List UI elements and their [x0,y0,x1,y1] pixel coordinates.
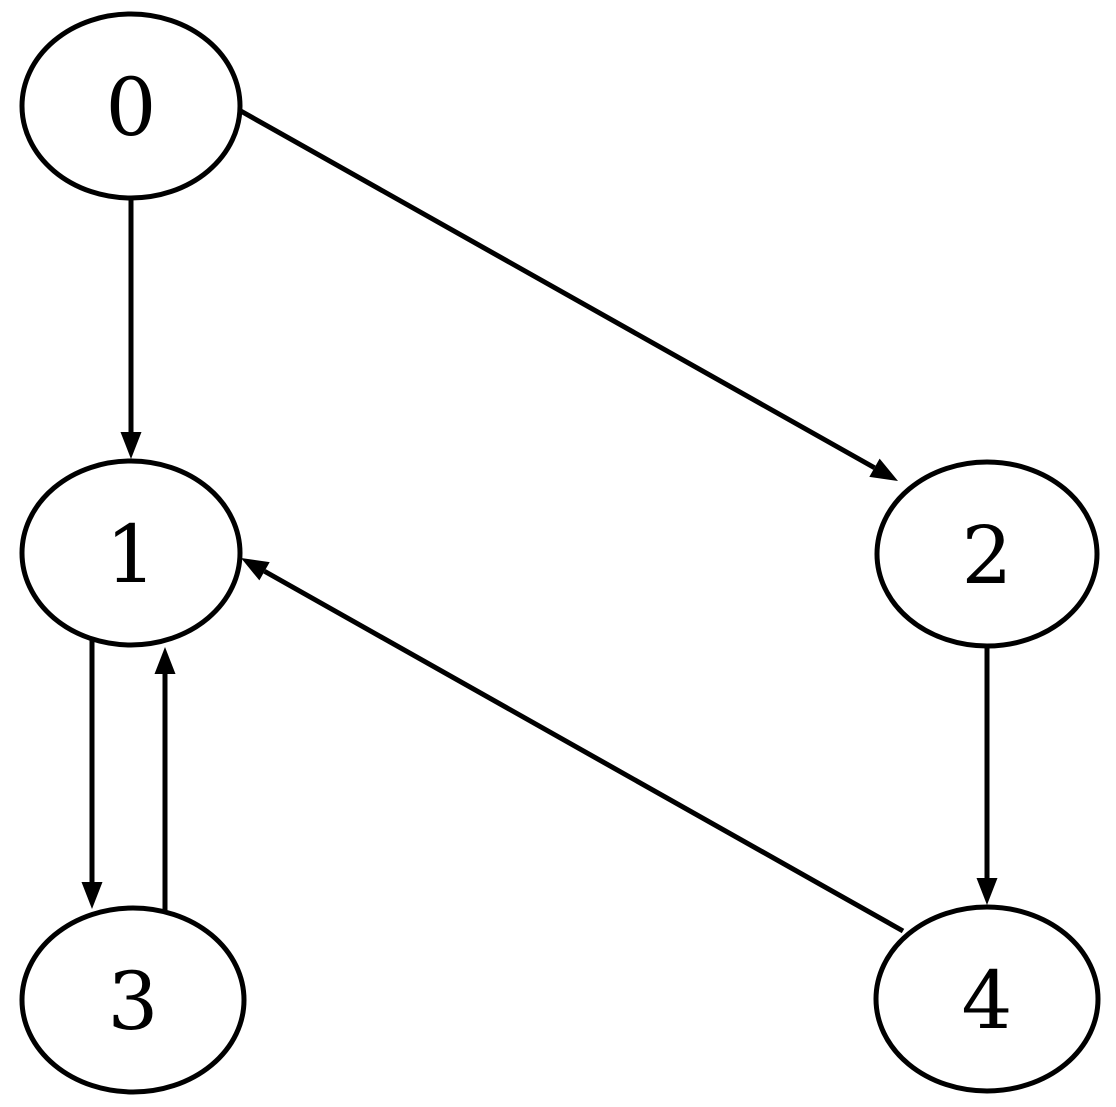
node-label-2: 2 [962,509,1013,602]
node-ellipse-4 [873,904,1101,1094]
nodes-layer: 0 1 2 3 4 [19,11,1101,1095]
edge-3-to-1 [154,647,176,911]
edges-layer [81,107,998,934]
edge-1-to-3 [81,640,103,909]
node-1: 1 [19,458,243,648]
edge-0-to-1 [120,198,142,459]
arrowhead-icon [976,878,998,905]
node-label-0: 0 [106,61,157,154]
arrowhead-icon [120,432,142,459]
edge-0-to-2 [237,107,898,481]
node-ellipse-3 [19,905,247,1095]
node-ellipse-2 [874,459,1100,649]
arrowhead-icon [241,558,270,581]
node-4: 4 [873,904,1101,1094]
edge-line-4-1 [263,569,905,934]
node-3: 3 [19,905,247,1095]
node-label-3: 3 [108,955,159,1048]
node-ellipse-0 [19,11,243,201]
edge-4-to-1 [241,558,905,934]
arrowhead-icon [81,882,103,909]
node-2: 2 [874,459,1100,649]
arrowhead-icon [869,458,898,481]
edge-2-to-4 [976,646,998,905]
node-0: 0 [19,11,243,201]
edge-line-0-2 [237,107,876,470]
arrowhead-icon [154,647,176,674]
node-label-1: 1 [106,508,157,601]
node-ellipse-1 [19,458,243,648]
node-label-4: 4 [962,954,1013,1047]
